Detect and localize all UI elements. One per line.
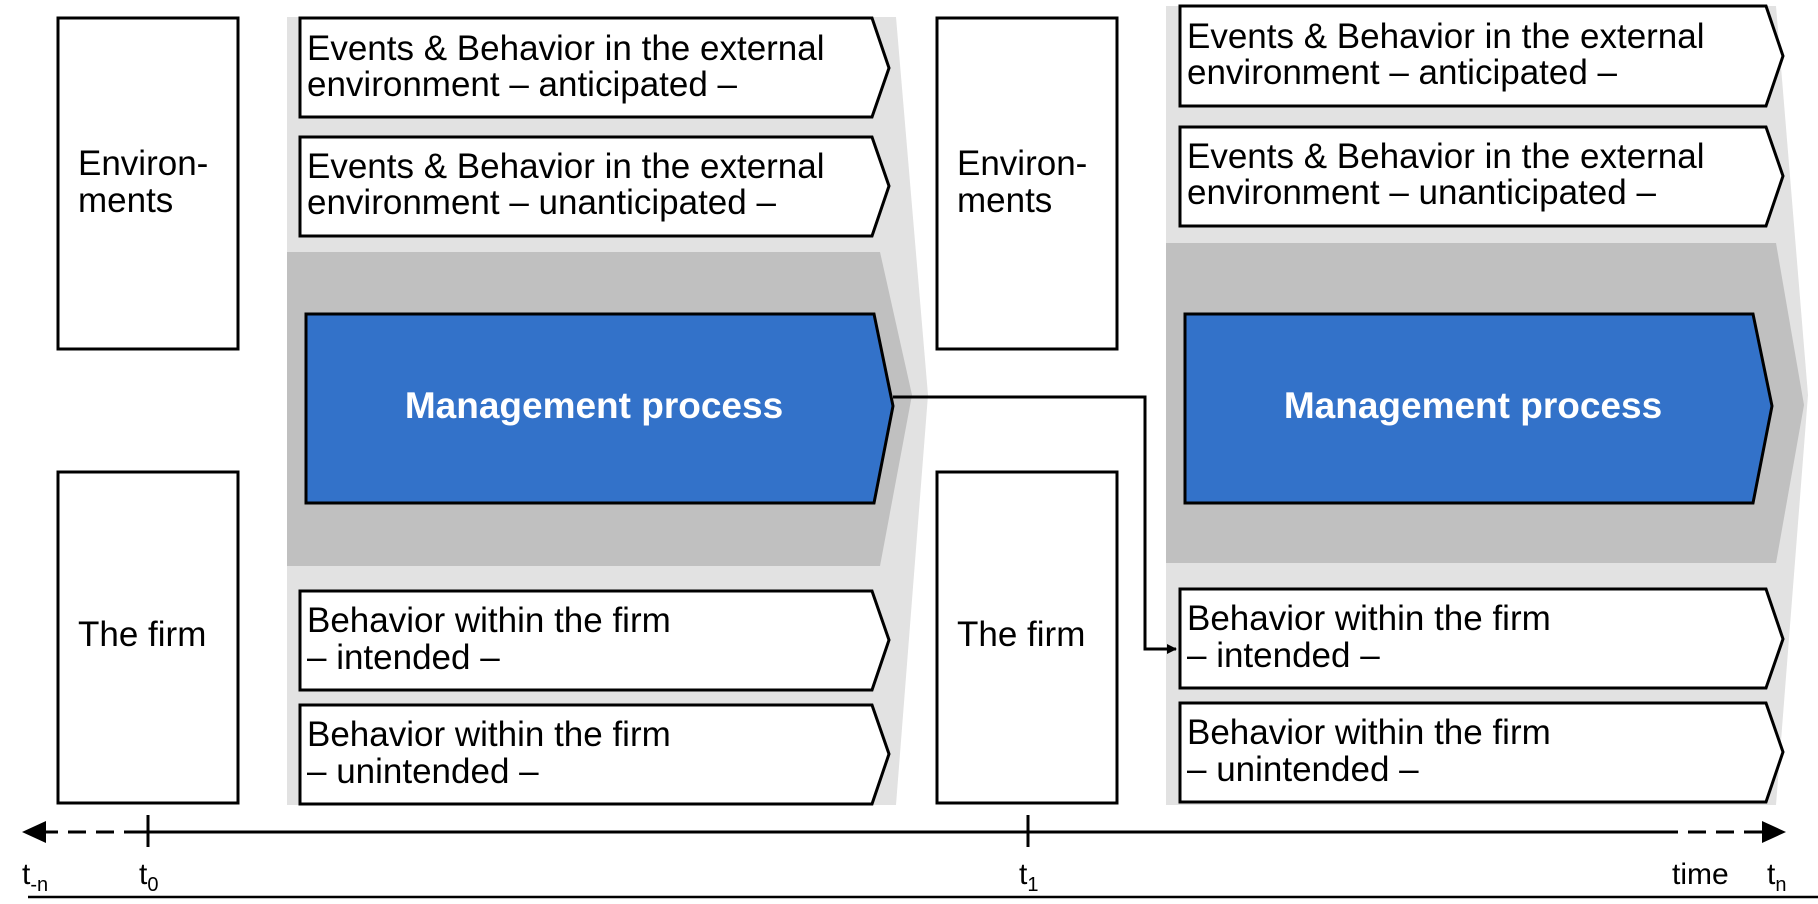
firm-box-2	[935, 470, 1119, 805]
firm-box	[56, 470, 240, 805]
external-unanticipated-chevron	[298, 135, 891, 238]
external-unanticipated-text-2: Events & Behavior in the external enviro…	[1187, 137, 1714, 212]
process-feedback-connector	[893, 395, 1177, 654]
management-process-label: Management process	[405, 385, 783, 426]
management-process-chevron	[304, 312, 895, 505]
timeline-arrow-left-icon	[22, 821, 46, 843]
external-anticipated-chevron-2	[1178, 4, 1785, 108]
external-anticipated-text: Events & Behavior in the external enviro…	[307, 29, 834, 104]
firm-intended-chevron	[298, 589, 891, 692]
environments-box-2	[935, 16, 1119, 351]
management-process-label-2: Management process	[1284, 385, 1662, 426]
environments-box	[56, 16, 240, 351]
timeline-arrow-right-icon	[1762, 821, 1786, 843]
firm-label-2: The firm	[957, 615, 1085, 654]
firm-unintended-text-2: Behavior within the firm – unintended –	[1187, 713, 1561, 789]
firm-intended-chevron-2	[1178, 587, 1785, 690]
firm-unintended-chevron	[298, 703, 891, 806]
external-unanticipated-chevron-2	[1178, 125, 1785, 228]
management-process-chevron-2	[1183, 312, 1774, 505]
label-tn: tn	[1767, 858, 1786, 896]
firm-intended-text-2: Behavior within the firm – intended –	[1187, 599, 1561, 675]
label-t-minus-n: t-n	[22, 858, 48, 896]
label-t0: t0	[139, 858, 158, 896]
external-unanticipated-text: Events & Behavior in the external enviro…	[307, 147, 834, 222]
firm-label: The firm	[78, 615, 206, 654]
external-anticipated-text-2: Events & Behavior in the external enviro…	[1187, 17, 1714, 92]
environments-label: Environ- ments	[78, 144, 218, 220]
label-time: time	[1672, 858, 1729, 891]
label-t1: t1	[1019, 858, 1038, 896]
firm-intended-text: Behavior within the firm – intended –	[307, 601, 681, 677]
firm-unintended-text: Behavior within the firm – unintended –	[307, 715, 681, 791]
environments-label-2: Environ- ments	[957, 144, 1097, 220]
external-anticipated-chevron	[298, 16, 891, 119]
firm-unintended-chevron-2	[1178, 701, 1785, 804]
